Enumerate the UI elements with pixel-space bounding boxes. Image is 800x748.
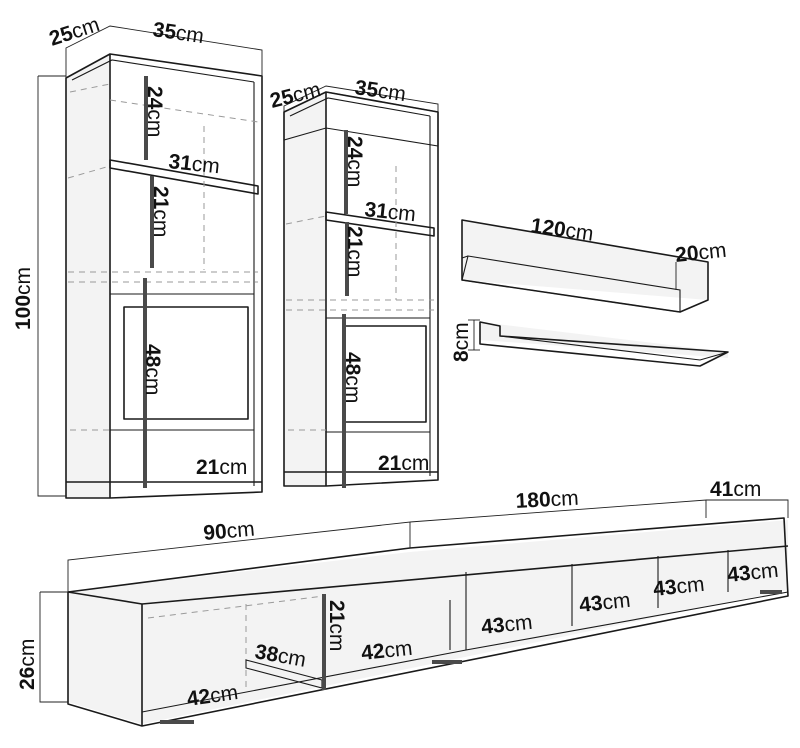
tall-cabinet-right — [283, 85, 439, 488]
dim-label: 35cm — [151, 18, 205, 48]
dim-label: 31cm — [167, 150, 220, 178]
dim-label: 42cm — [360, 637, 413, 665]
dim-label: 21cm — [149, 186, 172, 237]
dim-label: 25cm — [46, 13, 102, 51]
tv-stand — [39, 499, 789, 727]
dim-label: 21cm — [343, 226, 366, 277]
dim-label: 180cm — [515, 487, 579, 513]
dim-label: 43cm — [480, 611, 533, 639]
dim-label: 21cm — [325, 600, 348, 651]
dim-label: 31cm — [363, 198, 416, 226]
dim-label: 21cm — [378, 452, 429, 475]
dim-label: 43cm — [652, 573, 705, 601]
dim-label: 48cm — [141, 344, 164, 395]
wall-shelf-top — [461, 219, 709, 313]
dim-label: 8cm — [450, 322, 473, 362]
dim-label: 100cm — [12, 267, 35, 330]
dim-label: 43cm — [726, 559, 779, 587]
dim-label: 20cm — [674, 239, 727, 267]
dim-label: 120cm — [529, 214, 595, 246]
dim-label: 24cm — [143, 86, 166, 137]
dim-label: 41cm — [710, 478, 761, 501]
dim-label: 38cm — [253, 640, 308, 672]
dim-label: 43cm — [578, 589, 631, 617]
dim-label: 26cm — [16, 639, 39, 690]
wall-shelf-bottom — [468, 319, 729, 367]
dim-label: 21cm — [196, 456, 247, 479]
dim-label: 90cm — [202, 518, 255, 545]
dim-label: 35cm — [353, 76, 407, 106]
dim-label: 24cm — [343, 136, 366, 187]
dim-label: 48cm — [341, 352, 364, 403]
dim-label: 42cm — [185, 681, 239, 711]
tall-cabinet-left — [37, 25, 263, 499]
